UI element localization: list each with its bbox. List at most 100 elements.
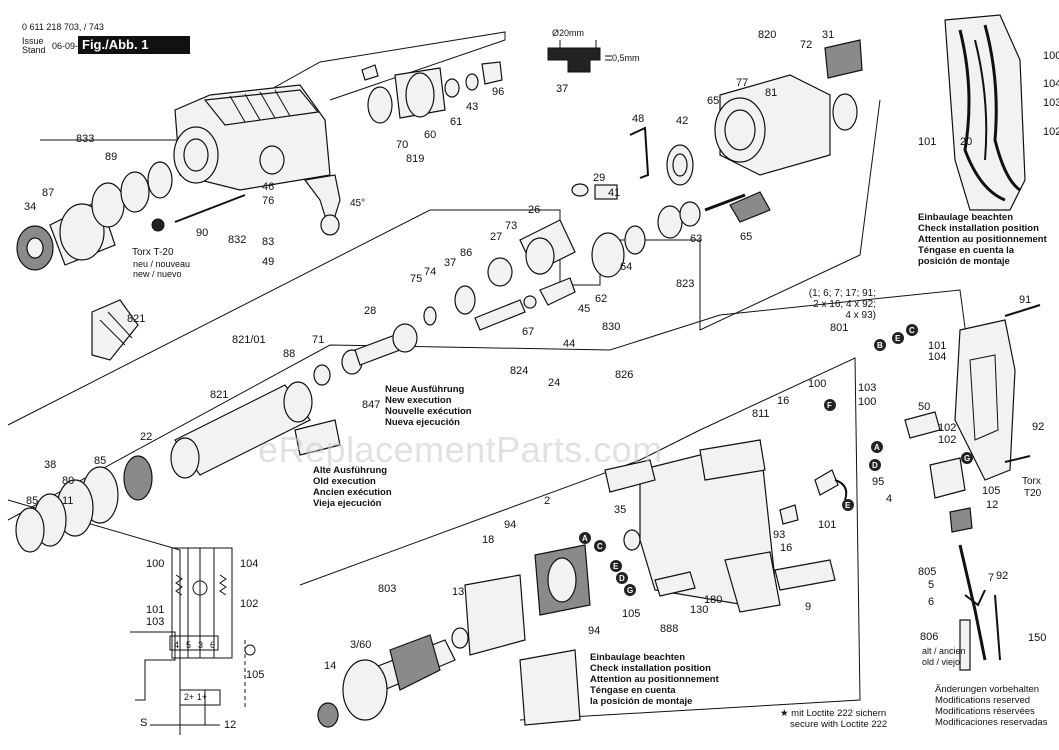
housing-group [16,84,341,271]
part-label-100: 100 [808,378,826,390]
schematic-terminal-4: 4 [174,640,180,650]
part-label-102: 102 [1043,126,1059,138]
part-label-85: 85 [26,495,38,507]
dimension-detail [547,40,612,73]
install-note-bottom: Einbaulage beachten Check installation p… [590,652,719,707]
part-label-29: 29 [593,172,605,184]
schematic-terminal-3: 3 [198,640,204,650]
switch-group [779,411,1001,671]
part-label-6: 6 [928,596,934,608]
torx-right-2: T20 [1024,488,1042,499]
part-label-101: 101 [146,604,164,616]
part-label-28: 28 [364,305,376,317]
part-label-63: 63 [690,233,702,245]
part-label-62: 62 [595,293,607,305]
torx-note-1: Torx T-20 [132,247,174,258]
part-label-823: 823 [676,278,694,290]
issue-date: 06-09-25 [52,41,89,51]
part-label-100: 100 [858,396,876,408]
schematic-s-label: S [140,717,148,729]
motor-housing [604,439,836,613]
part-label-60: 60 [424,129,436,141]
part-label-801: 801 [830,322,848,334]
doc-number: 0 611 218 703, / 743 [22,22,104,32]
part-label-888: 888 [660,623,678,635]
part-label-14: 14 [324,660,336,672]
part-label-76: 76 [262,195,274,207]
part-label-102: 102 [240,598,258,610]
marker-c-2: C [909,326,915,335]
part-label-811: 811 [752,408,770,420]
part-label-16: 16 [777,395,789,407]
part-label-27: 27 [490,231,502,243]
part-label-92: 92 [996,570,1008,582]
part-label-41: 41 [608,187,620,199]
part-label-821: 821 [127,313,145,325]
part-label-104: 104 [240,558,258,570]
part-label-101: 101 [818,519,836,531]
part-label-70: 70 [396,139,408,151]
part-label-61: 61 [450,116,462,128]
part-label-130: 130 [690,604,708,616]
marker-c-1: C [597,542,603,551]
part-label-5: 5 [928,579,934,591]
barrel-group [15,285,476,553]
marker-e-3: E [845,501,851,510]
part-label-104: 104 [1043,78,1059,90]
part-label-43: 43 [466,101,478,113]
part-label-34: 34 [24,201,36,213]
part-label-20: 20 [960,136,972,148]
stand-label: Stand [22,45,46,55]
part-label-22: 22 [140,431,152,443]
part-label-75: 75 [410,273,422,285]
part-label-105: 105 [622,608,640,620]
issue-label: Issue [22,36,44,46]
angle-label: 45° [350,198,366,209]
part-label-104: 104 [928,351,946,363]
part-label-103: 103 [146,616,164,628]
part-label-46: 46 [262,181,274,193]
marker-e-2: E [895,334,901,343]
part-label-93: 93 [773,529,785,541]
part-label-94: 94 [588,625,600,637]
wiring-schematic [130,547,256,726]
old-execution-note: Alte Ausführung Old execution Ancien exé… [313,465,392,509]
part-label-820: 820 [758,29,776,41]
part-label-833: 833 [76,133,94,145]
part-label-100: 100 [146,558,164,570]
part-label-150: 150 [1028,632,1046,644]
armature-group [317,529,641,728]
part-label-91: 91 [1019,294,1031,306]
marker-e-1: E [613,562,619,571]
part-label-101: 101 [928,340,946,352]
part-label-77: 77 [736,77,748,89]
part-label-12: 12 [986,499,998,511]
part-label-103: 103 [858,382,876,394]
torx-note-2: neu / nouveau [133,259,191,269]
part-label-87: 87 [42,187,54,199]
marker-f: F [827,401,832,410]
part-label-67: 67 [522,326,534,338]
part-label-180: 180 [704,594,722,606]
part-label-71: 71 [312,334,324,346]
part-label-38: 38 [44,459,56,471]
marker-a: A [582,534,588,543]
part-label-806: 806 [920,631,938,643]
dimension-diameter: Ø20mm [552,28,585,38]
schematic-small-label: 2+ 1+ [184,692,208,702]
torx-right-1: Torx [1022,476,1041,487]
watermark-text: eReplacementParts.com [258,429,663,470]
part-label-37: 37 [556,83,568,95]
part-label-35: 35 [614,504,626,516]
handle [954,304,1041,481]
part-label-101: 101 [918,136,936,148]
part-label-88: 88 [283,348,295,360]
new-execution-note: Neue Ausführung New execution Nouvelle e… [385,384,472,428]
part-label-45: 45 [578,303,590,315]
loctite-note: ★ mit Loctite 222 sichern secure with Lo… [780,708,888,730]
part-label-85: 85 [94,455,106,467]
part-label-805: 805 [918,566,936,578]
part-label-73: 73 [505,220,517,232]
